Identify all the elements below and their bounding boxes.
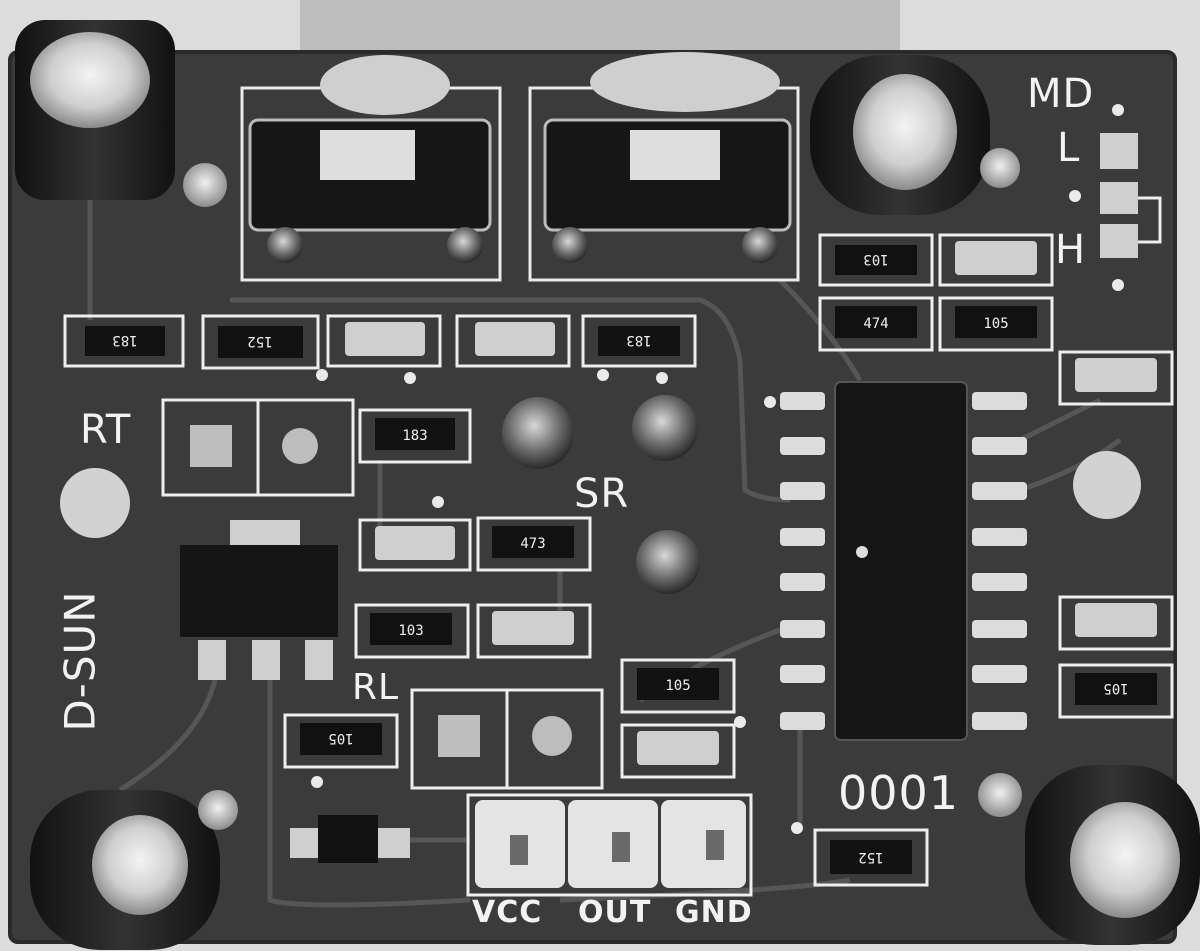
resistor-473 bbox=[476, 516, 592, 572]
resistor-code: 103 bbox=[398, 623, 423, 639]
resistor-plain-h bbox=[1058, 595, 1174, 651]
resistor-183-a bbox=[63, 314, 185, 368]
sensitivity-pot-label: SR bbox=[574, 471, 630, 517]
ic-pins-right bbox=[972, 392, 1027, 730]
led-bottom-left bbox=[198, 790, 238, 830]
pin-label-gnd: GND bbox=[675, 895, 753, 930]
resistor-code: 473 bbox=[520, 536, 545, 552]
solder-joint bbox=[502, 397, 574, 469]
capacitor-bottom-right bbox=[1025, 765, 1200, 945]
mode-label: MD bbox=[1027, 71, 1095, 117]
resistor-103-top bbox=[818, 233, 934, 287]
resistor-code: 152 bbox=[858, 849, 883, 865]
solder-joint bbox=[632, 395, 698, 461]
resistor-152-b bbox=[813, 828, 929, 887]
resistor-103-mid bbox=[354, 603, 470, 659]
pin-header bbox=[466, 793, 753, 897]
voltage-regulator bbox=[180, 520, 338, 680]
mounting-hole-right bbox=[1073, 451, 1141, 519]
rt-pads bbox=[161, 398, 355, 497]
resistor-105-c bbox=[620, 658, 736, 714]
resistor-plain-f bbox=[620, 723, 736, 779]
resistor-183-b bbox=[581, 314, 697, 368]
pin-label-out: OUT bbox=[578, 895, 652, 930]
resistor-code: 105 bbox=[665, 678, 690, 694]
led-bottom-right bbox=[978, 773, 1022, 817]
capacitor-bottom-left bbox=[30, 790, 220, 950]
resistor-152-a bbox=[201, 314, 320, 370]
potentiometer-sensitivity bbox=[528, 52, 800, 282]
resistor-code: 183 bbox=[626, 332, 651, 348]
mode-high-label: H bbox=[1055, 227, 1087, 273]
resistor-plain-e bbox=[476, 603, 592, 659]
resistor-183-c bbox=[358, 408, 472, 464]
resistor-474 bbox=[818, 296, 934, 352]
resistor-plain-b bbox=[455, 314, 571, 368]
resistor-code: 105 bbox=[983, 316, 1008, 332]
resistor-code: 105 bbox=[1103, 680, 1128, 696]
resistor-105-a bbox=[938, 296, 1054, 352]
pin-label-vcc: VCC bbox=[472, 895, 543, 930]
resistor-code: 152 bbox=[247, 333, 272, 349]
capacitor-top-left bbox=[15, 20, 175, 200]
ic-chip bbox=[834, 381, 968, 741]
resistor-code: 183 bbox=[112, 332, 137, 348]
solder-joint bbox=[636, 530, 700, 594]
brand-label: D-SUN bbox=[55, 590, 105, 732]
vias bbox=[311, 104, 1124, 834]
resistor-code: 183 bbox=[402, 428, 427, 444]
resistor-105-d bbox=[1058, 663, 1174, 719]
diode bbox=[290, 815, 410, 863]
time-pot-label: RT bbox=[80, 407, 132, 453]
led-top-left bbox=[183, 163, 227, 207]
resistor-code: 474 bbox=[863, 316, 888, 332]
resistor-code: 103 bbox=[863, 251, 888, 267]
resistor-plain-a bbox=[326, 314, 442, 368]
capacitor-top-right bbox=[810, 55, 990, 215]
resistor-code: 105 bbox=[328, 730, 353, 746]
serial-label: 0001 bbox=[838, 766, 960, 820]
resistor-plain-g bbox=[1058, 350, 1174, 406]
resistor-plain-d bbox=[358, 518, 472, 572]
mounting-hole-left bbox=[60, 468, 130, 538]
light-resistor-label: RL bbox=[352, 667, 400, 708]
mode-jumper bbox=[1100, 133, 1162, 258]
resistor-105-b bbox=[283, 713, 399, 769]
rl-pads bbox=[410, 688, 604, 790]
resistor-plain-c bbox=[938, 233, 1054, 287]
led-top-right bbox=[980, 148, 1020, 188]
smd-resistors bbox=[63, 233, 1174, 887]
ic-pins-left bbox=[780, 392, 825, 730]
mode-low-label: L bbox=[1057, 125, 1081, 171]
potentiometer-time bbox=[240, 55, 502, 282]
